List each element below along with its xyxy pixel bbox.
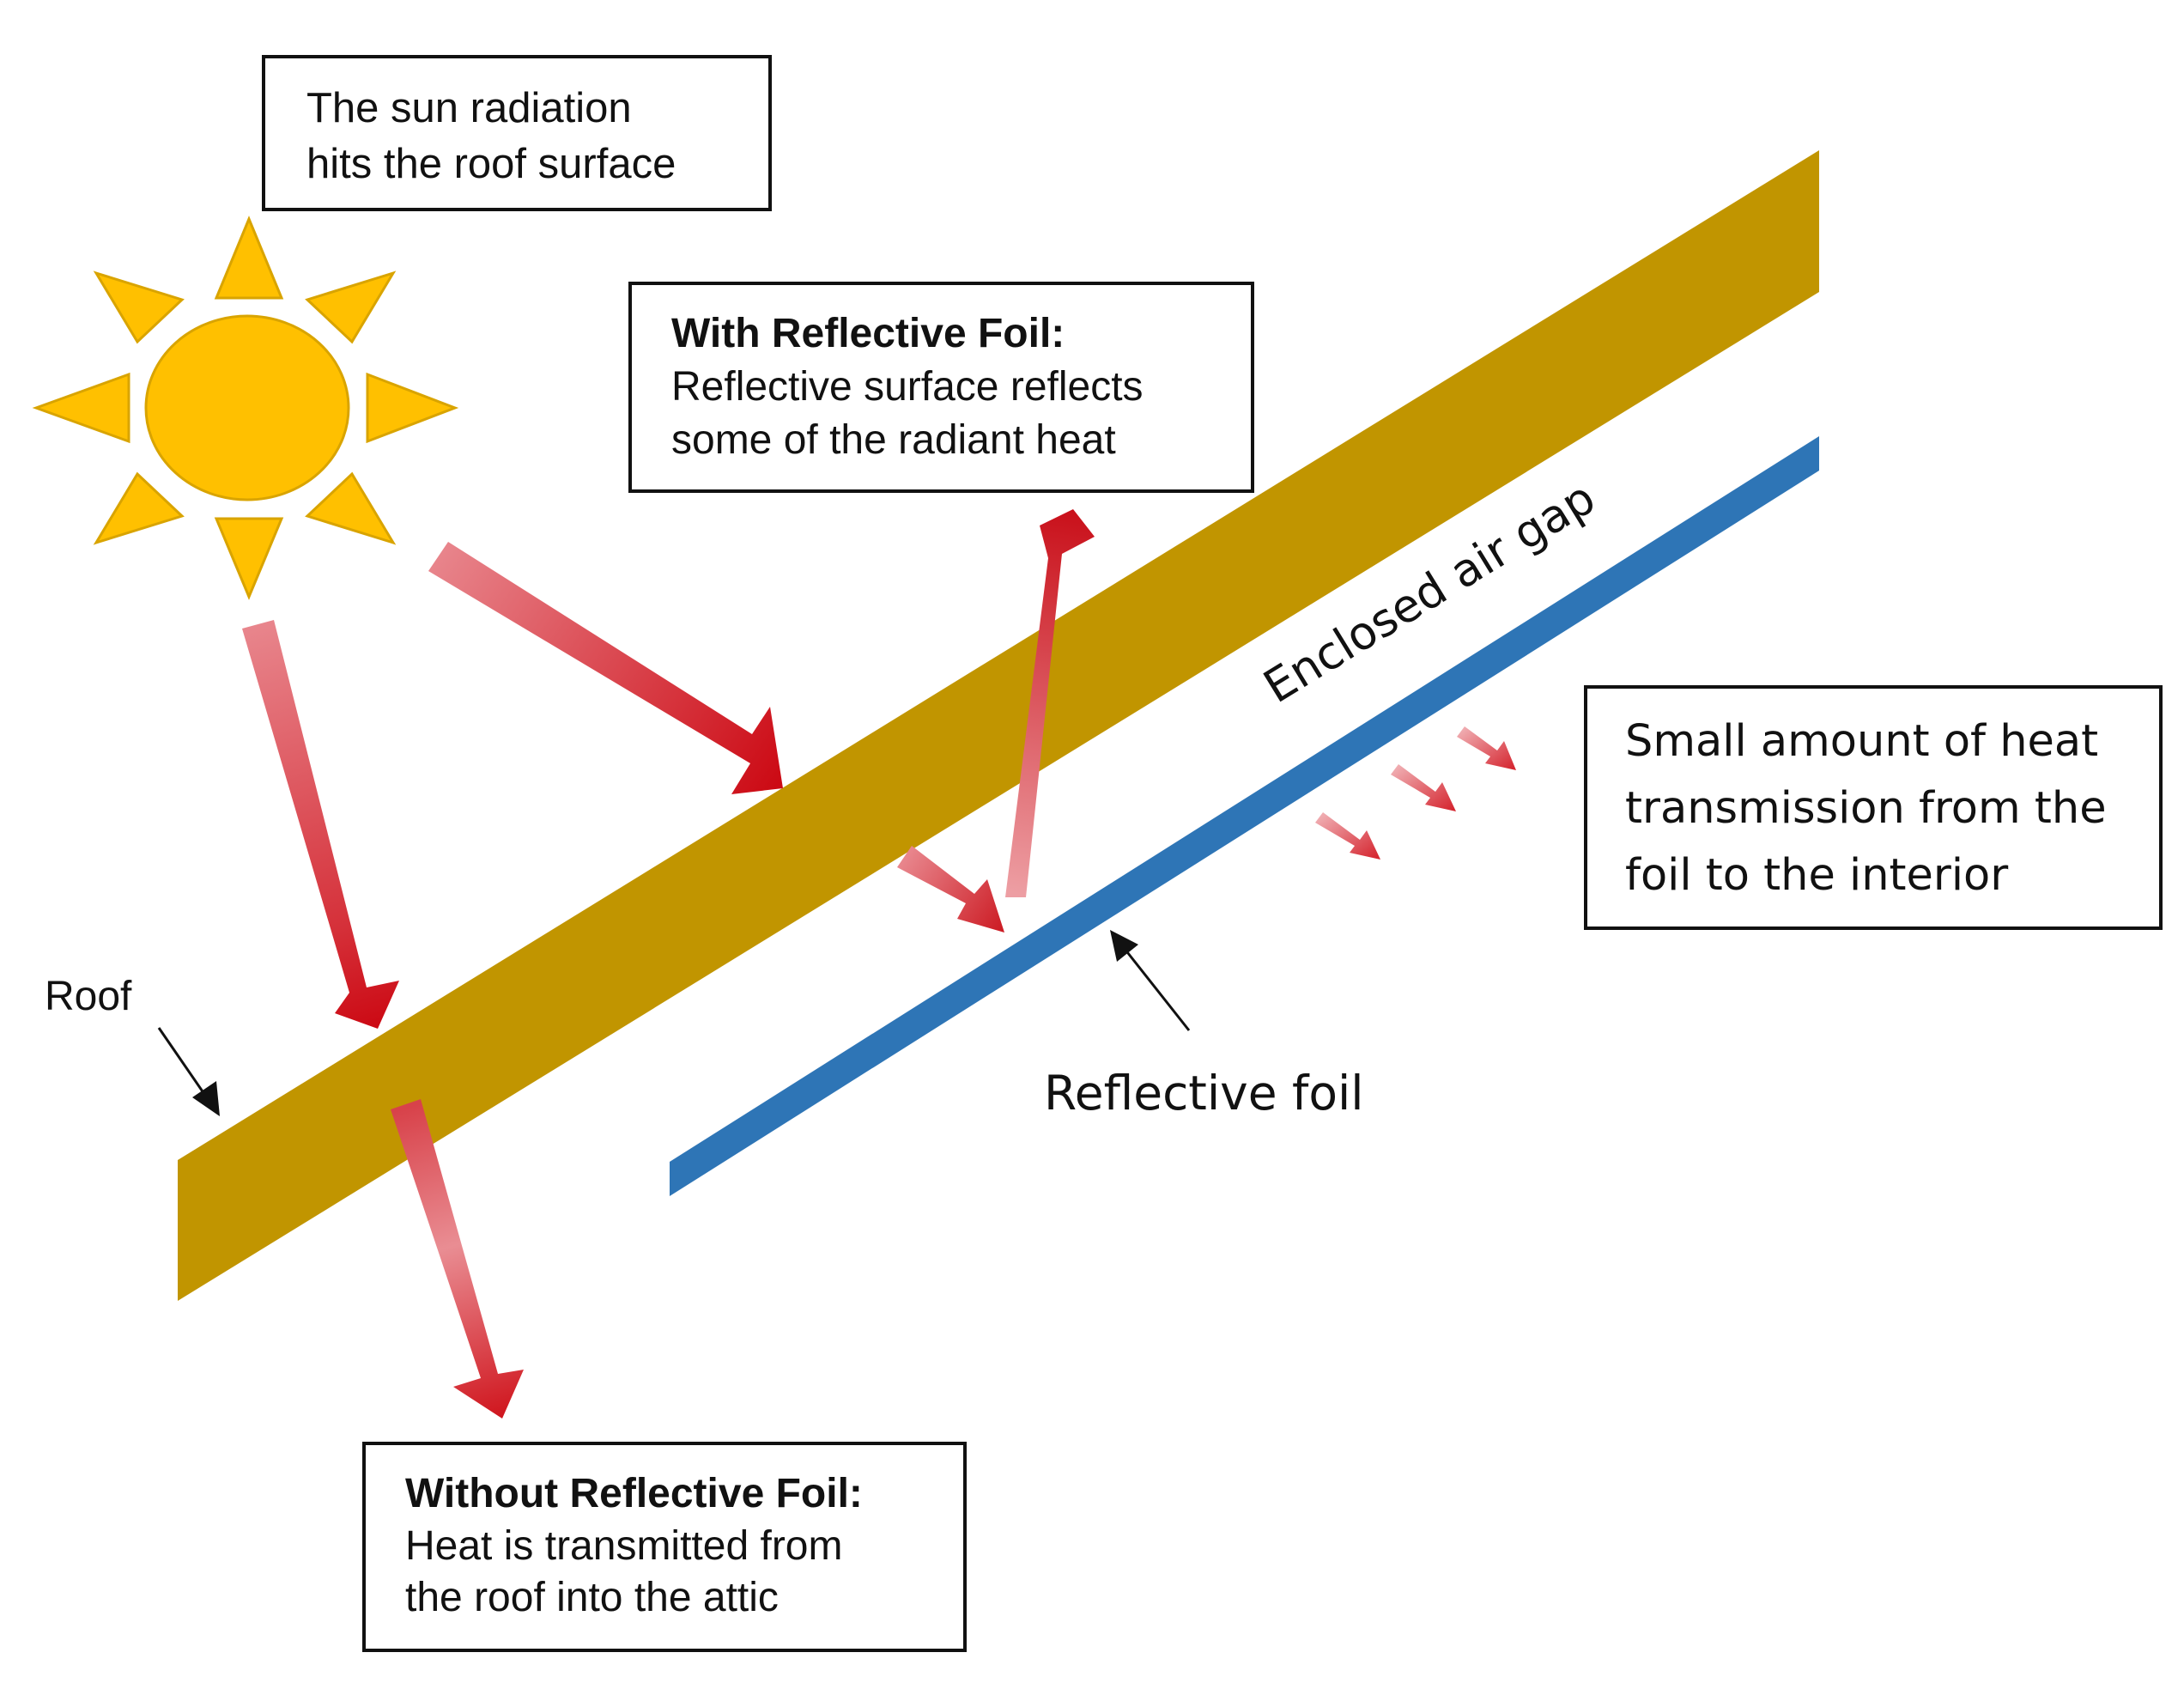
radiation-arrow-diagonal bbox=[428, 542, 783, 794]
small-heat-box: Small amount of heat transmission from t… bbox=[1584, 685, 2163, 930]
without-foil-line-2: the roof into the attic bbox=[405, 1575, 779, 1620]
small-heat-line-2: transmission from the bbox=[1625, 783, 2107, 834]
roof-pointer-arrow bbox=[157, 1027, 220, 1116]
without-foil-heading: Without Reflective Foil: bbox=[405, 1471, 863, 1516]
reflective-foil-band bbox=[670, 436, 1819, 1196]
small-heat-line-1: Small amount of heat bbox=[1625, 716, 2098, 767]
reflective-foil-label: Reflective foil bbox=[1044, 1066, 1364, 1121]
with-foil-line-2: some of the radiant heat bbox=[671, 417, 1116, 463]
sun-box-line-1: The sun radiation bbox=[306, 85, 632, 131]
small-heat-arrows bbox=[1315, 726, 1516, 860]
sun-icon bbox=[32, 216, 459, 600]
foil-pointer-arrow bbox=[1110, 930, 1191, 1031]
with-foil-box: With Reflective Foil: Reflective surface… bbox=[628, 282, 1254, 493]
roof-band bbox=[178, 150, 1819, 1301]
sun-radiation-box: The sun radiation hits the roof surface bbox=[262, 55, 772, 211]
radiation-arrow-down bbox=[242, 620, 399, 1029]
with-foil-line-1: Reflective surface reflects bbox=[671, 364, 1144, 410]
without-foil-line-1: Heat is transmitted from bbox=[405, 1523, 842, 1569]
with-foil-heading: With Reflective Foil: bbox=[671, 311, 1065, 356]
roof-label: Roof bbox=[45, 974, 132, 1019]
sun-box-line-2: hits the roof surface bbox=[306, 141, 676, 187]
reflected-heat-arrow bbox=[1005, 509, 1095, 897]
heat-to-foil-arrow bbox=[897, 846, 1004, 933]
heat-transmitted-arrow bbox=[391, 1099, 524, 1419]
small-heat-line-3: foil to the interior bbox=[1625, 850, 2008, 901]
without-foil-box: Without Reflective Foil: Heat is transmi… bbox=[362, 1442, 967, 1652]
